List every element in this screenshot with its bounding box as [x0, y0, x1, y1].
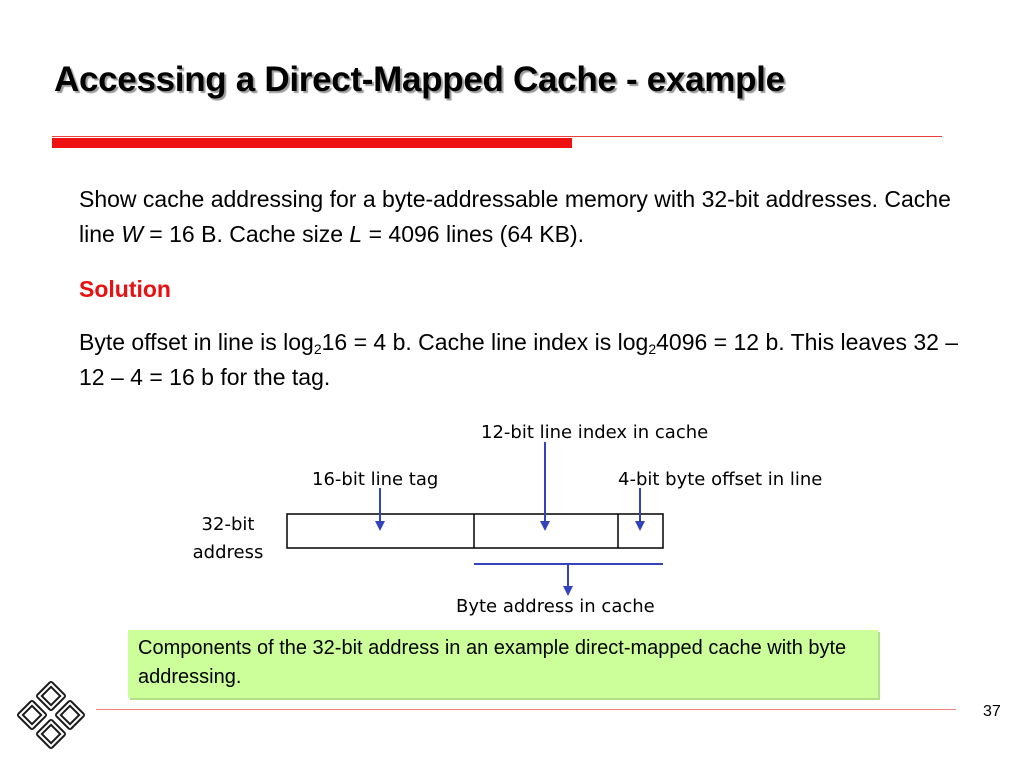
- title-underline-thick: [52, 138, 572, 148]
- solution-text-2: 16 = 4 b. Cache line index is log: [321, 329, 649, 355]
- label-byte-offset: 4-bit byte offset in line: [618, 469, 822, 490]
- label-line-tag: 16-bit line tag: [312, 469, 438, 490]
- knot-logo-icon: [17, 681, 85, 749]
- solution-heading: Solution: [79, 276, 171, 302]
- problem-statement: Show cache addressing for a byte-address…: [79, 182, 979, 252]
- log-base-1: 2: [313, 341, 322, 357]
- label-line-index: 12-bit line index in cache: [481, 422, 708, 443]
- solution-text-1: Byte offset in line is log: [79, 329, 314, 355]
- label-byte-address: Byte address in cache: [456, 596, 655, 617]
- variable-w: W: [121, 221, 143, 247]
- log-base-2: 2: [648, 341, 657, 357]
- footer-rule: [96, 709, 956, 710]
- title-underline-thin: [52, 136, 942, 137]
- address-box: [286, 513, 664, 549]
- problem-text-1: Show cache addressing for a byte-address…: [79, 186, 951, 247]
- variable-l: L: [349, 221, 363, 247]
- page-number: 37: [983, 703, 1001, 720]
- problem-text-2: = 16 B. Cache size: [142, 221, 350, 247]
- label-address-line2: address: [193, 542, 264, 563]
- label-address-line1: 32-bit: [202, 514, 255, 535]
- solution-text: Byte offset in line is log216 = 4 b. Cac…: [79, 325, 979, 395]
- slide-title: Accessing a Direct-Mapped Cache - exampl…: [54, 60, 785, 99]
- problem-text-3: = 4096 lines (64 KB).: [362, 221, 585, 247]
- figure-caption: Components of the 32-bit address in an e…: [128, 630, 878, 698]
- solution-text-3: 4096 = 12 b. This leaves 32 – 12 – 4 = 1…: [79, 329, 959, 390]
